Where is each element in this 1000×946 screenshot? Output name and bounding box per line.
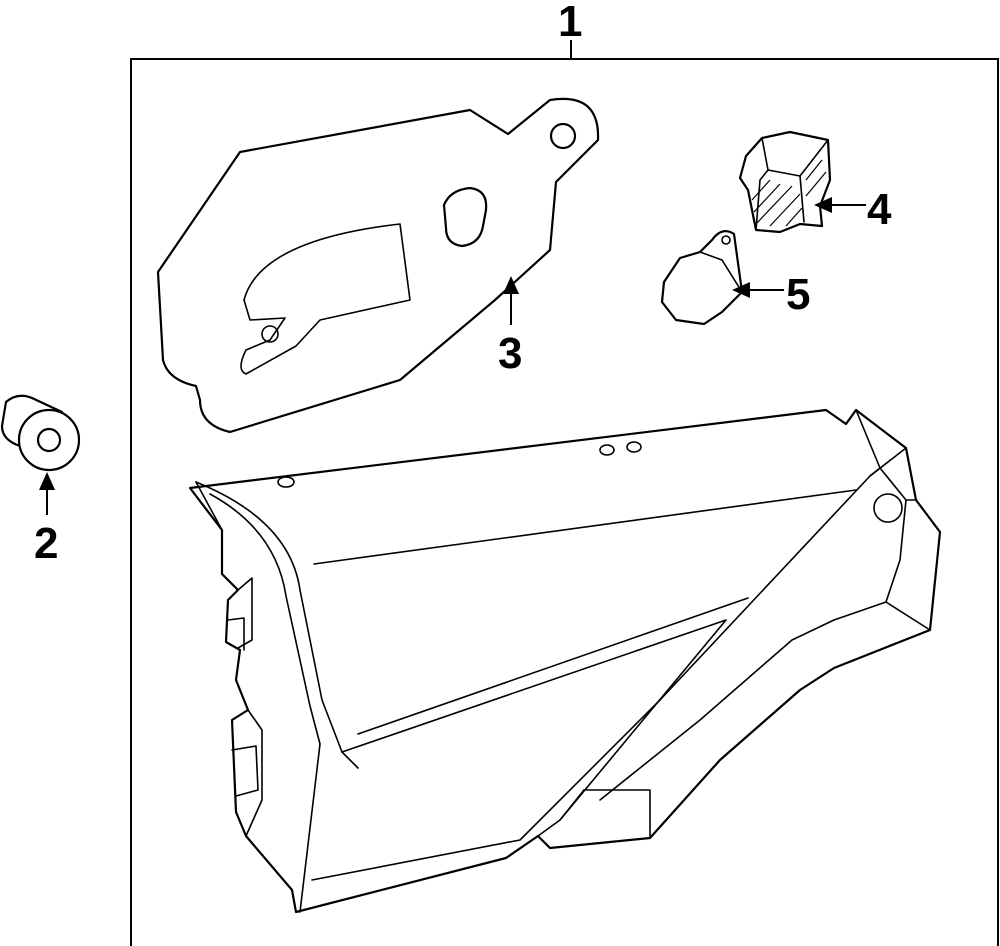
part-2-nut bbox=[0, 394, 81, 472]
callout-3: 3 bbox=[498, 329, 522, 378]
callout-5: 5 bbox=[786, 270, 810, 319]
part-4-socket bbox=[738, 130, 832, 234]
part-5-bulb bbox=[660, 229, 744, 326]
assembly-frame bbox=[130, 58, 999, 946]
callout-1: 1 bbox=[558, 0, 582, 46]
part-3-gasket bbox=[156, 97, 600, 434]
callout-4: 4 bbox=[867, 185, 892, 234]
callout-2: 2 bbox=[34, 519, 58, 568]
lamp-housing bbox=[188, 408, 942, 914]
